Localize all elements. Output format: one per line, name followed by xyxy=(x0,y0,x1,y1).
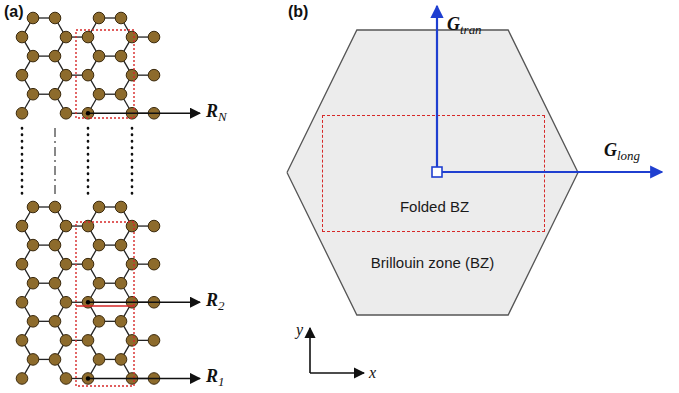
lattice-atom xyxy=(60,220,72,232)
lattice-atom xyxy=(16,373,28,385)
lattice-atom xyxy=(60,335,72,347)
lattice-atom xyxy=(148,335,160,347)
lattice-atom xyxy=(148,31,160,43)
lattice-atom xyxy=(60,69,72,81)
vector-label: Glong xyxy=(604,141,640,163)
lattice-atom xyxy=(27,316,39,328)
continuation-line xyxy=(55,128,56,198)
lattice-atom xyxy=(82,31,94,43)
lattice-atom xyxy=(27,201,39,213)
lattice-atom xyxy=(148,258,160,270)
lattice-atom xyxy=(16,296,28,308)
lattice-atom xyxy=(82,335,94,347)
lattice-atom xyxy=(93,277,105,289)
origin-square xyxy=(432,167,442,177)
origin-dot xyxy=(86,300,90,304)
lattice-atom xyxy=(49,316,61,328)
glong-vector xyxy=(437,171,662,173)
supercell-box xyxy=(76,222,134,306)
lattice-atom xyxy=(16,335,28,347)
lattice-atom xyxy=(60,31,72,43)
vector-label: R2 xyxy=(206,291,225,313)
lattice-atom xyxy=(115,277,127,289)
lattice-atom xyxy=(93,50,105,62)
lattice-vector xyxy=(88,112,200,114)
origin-dot xyxy=(86,111,90,115)
panel-label: (a) xyxy=(4,4,24,20)
lattice-atom xyxy=(115,354,127,366)
lattice-atom xyxy=(93,201,105,213)
lattice-atom xyxy=(82,69,94,81)
lattice-atom xyxy=(16,220,28,232)
lattice-vector xyxy=(88,301,200,303)
vector-label: RN xyxy=(206,102,227,124)
lattice-atom xyxy=(126,335,138,347)
supercell-box xyxy=(76,30,134,118)
lattice-atom xyxy=(27,354,39,366)
continuation-dots xyxy=(87,128,90,198)
lattice-atom xyxy=(49,12,61,24)
gtran-vector xyxy=(436,6,438,172)
lattice-atom xyxy=(49,354,61,366)
lattice-atom xyxy=(115,88,127,100)
panel-label: (b) xyxy=(288,4,308,20)
vector-label: R1 xyxy=(206,368,225,390)
lattice-atom xyxy=(93,88,105,100)
lattice-atom xyxy=(49,88,61,100)
lattice-atom xyxy=(115,50,127,62)
lattice-vector xyxy=(88,378,200,380)
lattice-atom xyxy=(115,316,127,328)
lattice-atom xyxy=(93,12,105,24)
lattice-atom xyxy=(126,69,138,81)
origin-dot xyxy=(86,376,90,380)
lattice-atom xyxy=(60,107,72,119)
lattice-atom xyxy=(148,220,160,232)
lattice-atom xyxy=(27,277,39,289)
lattice-atom xyxy=(27,239,39,251)
lattice-atom xyxy=(49,50,61,62)
lattice-atom xyxy=(148,69,160,81)
lattice-atom xyxy=(27,50,39,62)
lattice-atom xyxy=(115,12,127,24)
lattice-atom xyxy=(60,373,72,385)
lattice-atom xyxy=(16,258,28,270)
supercell-box xyxy=(76,306,134,386)
lattice-atom xyxy=(115,239,127,251)
lattice-atom xyxy=(60,296,72,308)
continuation-dots xyxy=(131,128,134,198)
lattice-atom xyxy=(27,88,39,100)
lattice-atom xyxy=(126,31,138,43)
zone-label: Brillouin zone (BZ) xyxy=(371,254,494,271)
zone-label: Folded BZ xyxy=(400,198,469,215)
vector-label: Gtran xyxy=(447,15,482,37)
continuation-dots xyxy=(21,128,24,198)
lattice-atom xyxy=(126,258,138,270)
lattice-atom xyxy=(93,354,105,366)
lattice-atom xyxy=(115,201,127,213)
lattice-atom xyxy=(93,239,105,251)
lattice-atom xyxy=(49,201,61,213)
axis-label: x xyxy=(369,365,376,381)
lattice-atom xyxy=(16,69,28,81)
lattice-atom xyxy=(49,277,61,289)
lattice-atom xyxy=(16,31,28,43)
x-axis xyxy=(310,372,364,374)
axis-label: y xyxy=(296,322,303,338)
lattice-atom xyxy=(60,258,72,270)
lattice-atom xyxy=(82,258,94,270)
lattice-atom xyxy=(16,107,28,119)
lattice-atom xyxy=(27,12,39,24)
y-axis xyxy=(309,328,311,373)
lattice-atom xyxy=(93,316,105,328)
lattice-atom xyxy=(49,239,61,251)
